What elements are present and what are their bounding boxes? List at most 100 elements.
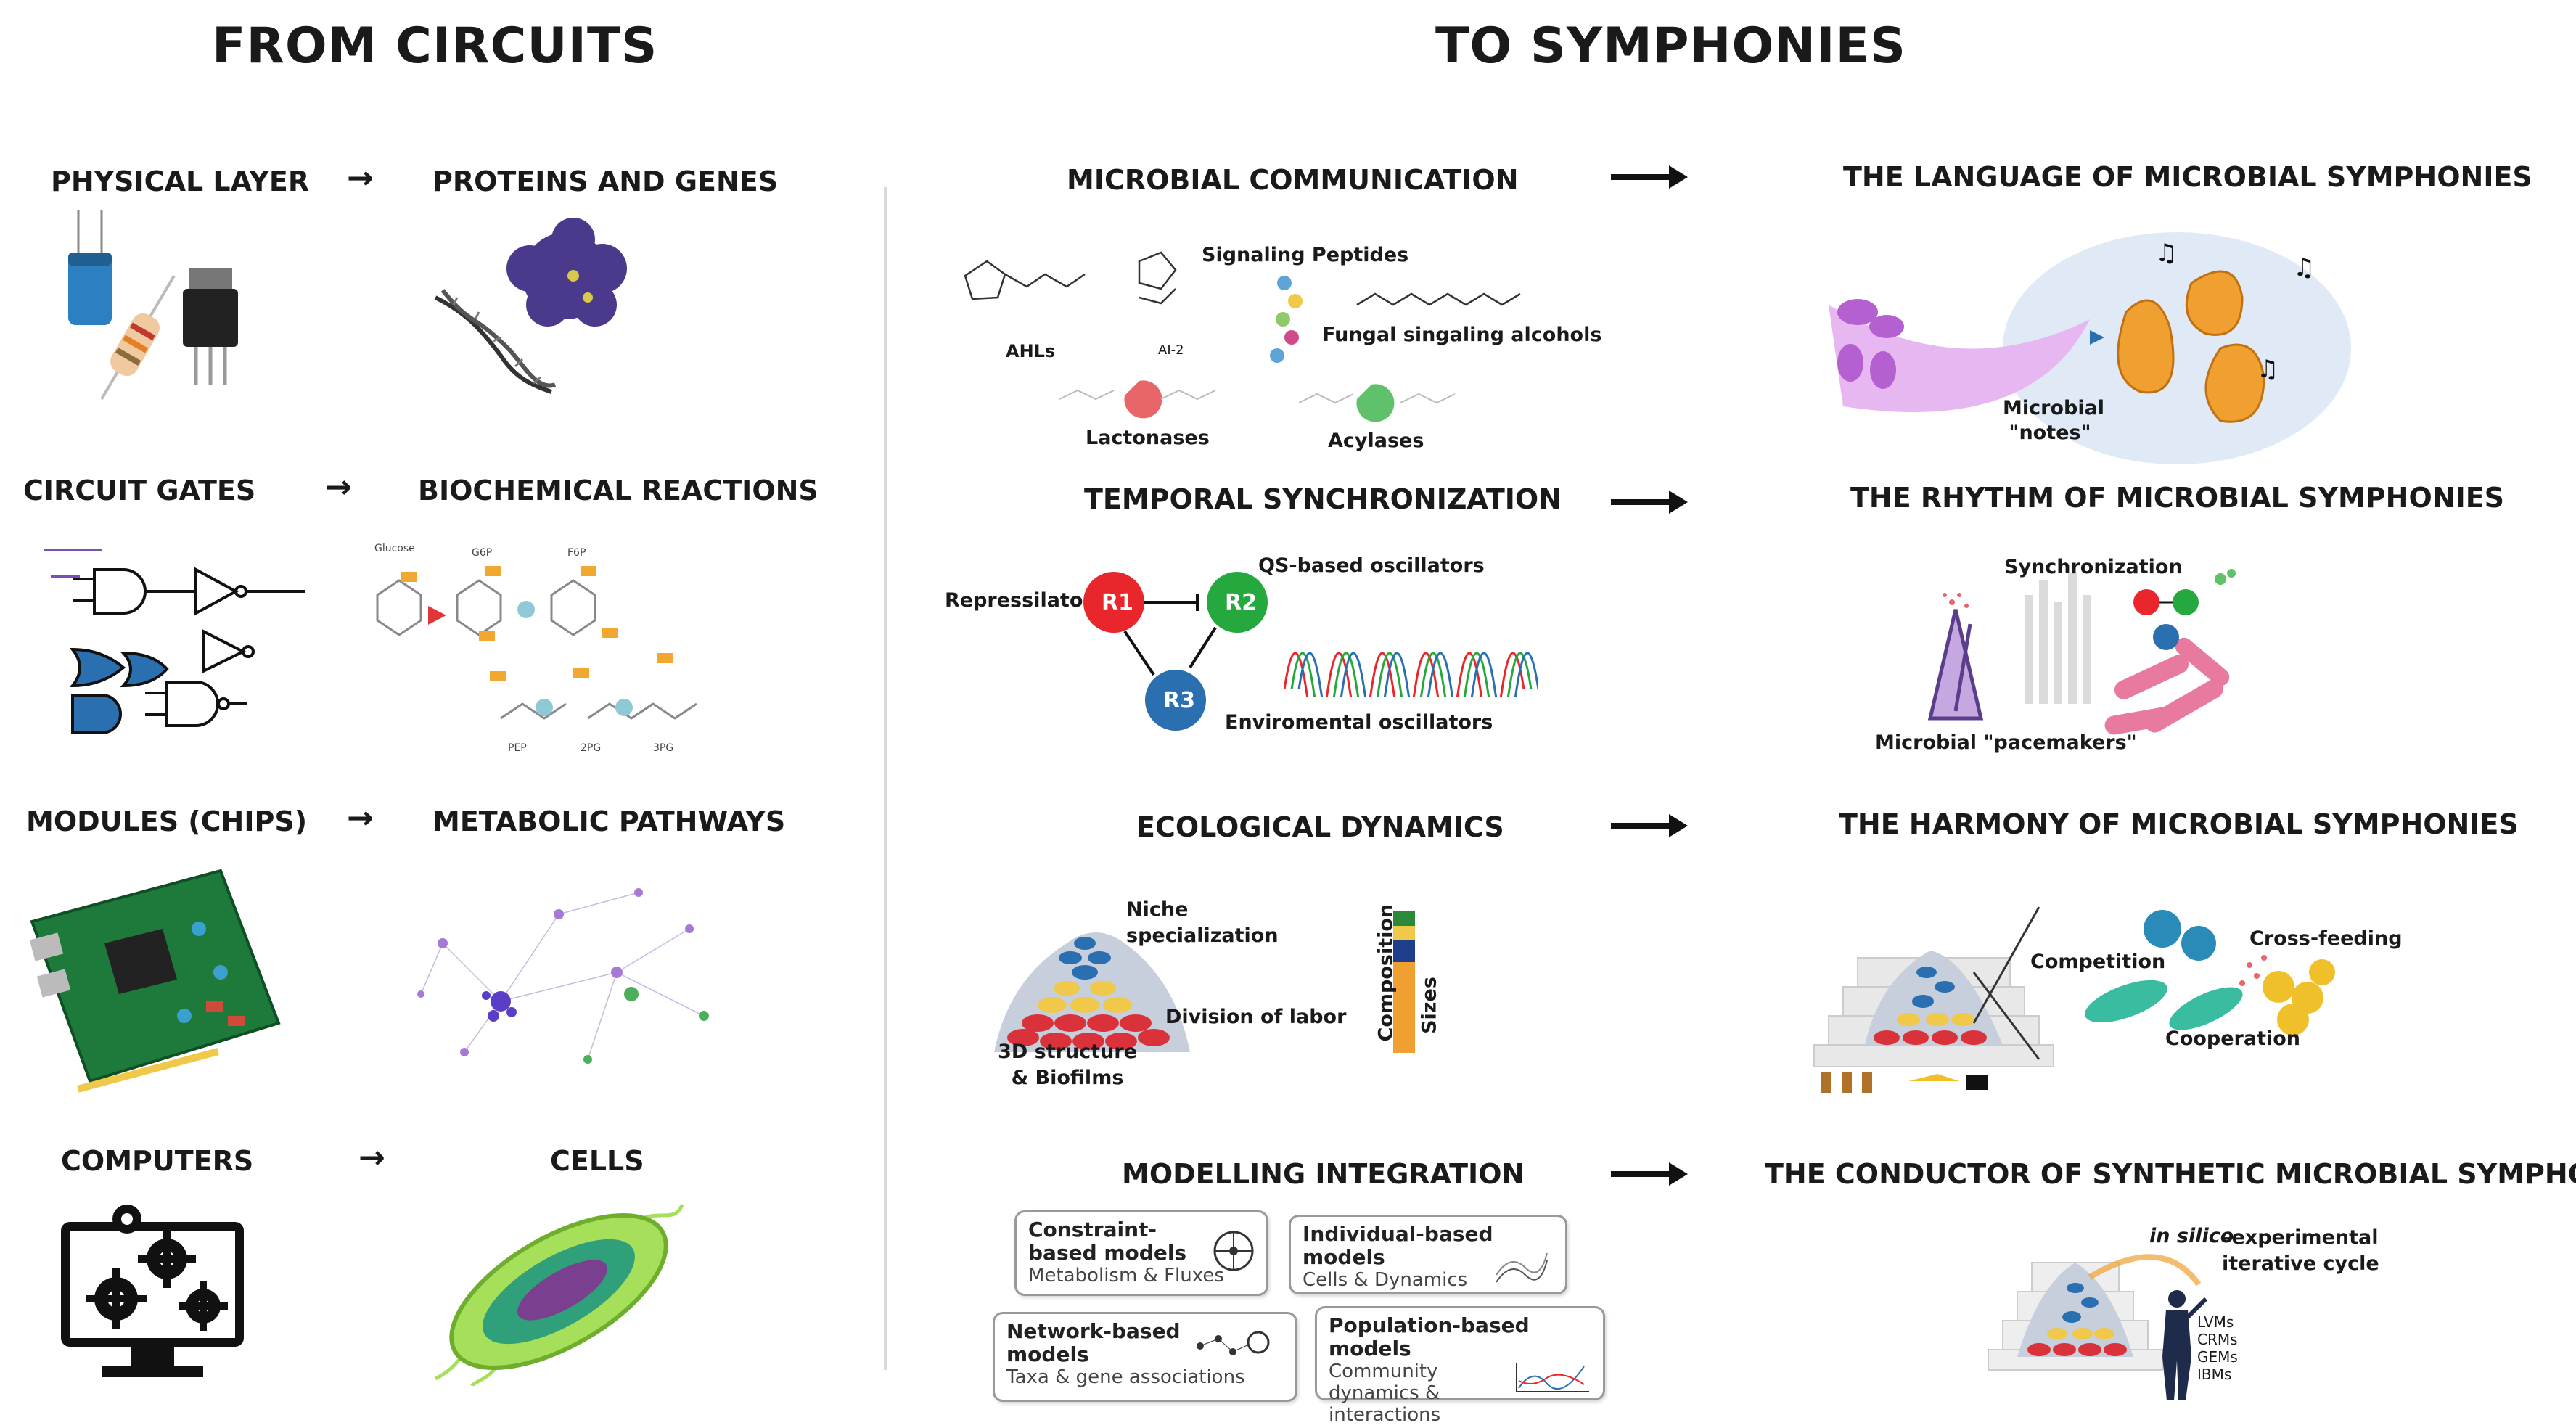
f6p-label: F6P: [567, 547, 586, 559]
repressilator-network: R1 R2 R3: [1083, 572, 1268, 731]
oscillation-waves: [1284, 652, 1538, 697]
population-based-title: Population-based models: [1329, 1313, 1530, 1361]
network-based-sub: Taxa & gene associations: [1006, 1366, 1245, 1388]
composition-label: Composition: [1374, 903, 1398, 1042]
harmony-illustration: [1813, 906, 2335, 1093]
pacemakers-label: Microbial "pacemakers": [1875, 731, 2137, 754]
logic-gates-icon: [44, 549, 305, 734]
network-based-title: Network-based models: [1006, 1319, 1181, 1366]
right-title: TO SYMPHONIES: [1435, 17, 1906, 75]
sizes-label: Sizes: [1418, 977, 1441, 1034]
qs-oscillators-label: QS-based oscillators: [1258, 554, 1485, 577]
competition-label: Competition: [2030, 951, 2166, 973]
proteins-genes-label: PROTEINS AND GENES: [432, 165, 779, 197]
rhythm-label: THE RHYTHM OF MICROBIAL SYMPHONIES: [1850, 482, 2505, 514]
ibms-label: IBMs: [2197, 1366, 2232, 1383]
population-curve-icon: [1516, 1363, 1589, 1392]
modules-chips-label: MODULES (CHIPS): [26, 805, 308, 837]
biochemical-reactions-icon: Glucose G6P F6P PEP 2PG 3PG: [374, 543, 697, 754]
individual-based-sub: Cells & Dynamics: [1303, 1269, 1468, 1291]
microbial-notes-label: Microbial "notes": [2003, 397, 2105, 444]
3pg-label: 3PG: [653, 742, 673, 754]
individual-based-title: Individual-based models: [1303, 1222, 1493, 1269]
network-based-box: Network-based models Taxa & gene associa…: [993, 1312, 1297, 1402]
conductor-label: THE CONDUCTOR OF SYNTHETIC MICROBIAL SYM…: [1765, 1158, 2576, 1190]
population-based-box: Population-based models Community dynami…: [1315, 1306, 1605, 1426]
in-silico-text: in silico: [2149, 1225, 2234, 1247]
ahls-label: AHLs: [1006, 341, 1056, 361]
left-title: FROM CIRCUITS: [212, 17, 658, 75]
division-of-labor-label: Division of labor: [1165, 1006, 1347, 1028]
row2-big-arrow: [1611, 491, 1688, 514]
metabolic-network-icon: [417, 888, 709, 1064]
cooperation-label: Cooperation: [2165, 1027, 2301, 1050]
computer-gears-icon: [61, 1205, 244, 1377]
computers-label: COMPUTERS: [61, 1145, 254, 1177]
row2-arrow: →: [325, 469, 352, 506]
harmony-label: THE HARMONY OF MICROBIAL SYMPHONIES: [1839, 808, 2519, 840]
cycle-line1: in silico: [2149, 1225, 2234, 1247]
2pg-label: 2PG: [581, 742, 601, 754]
model-type-list: LVMs CRMs GEMs IBMs: [2197, 1313, 2238, 1383]
network-icon: [1197, 1331, 1270, 1355]
section-divider: [884, 187, 887, 1370]
ai2-label: AI-2: [1158, 342, 1184, 358]
biofilm-structure: [994, 932, 1190, 1052]
r1-text: R1: [1102, 590, 1133, 615]
physical-layer-label: PHYSICAL LAYER: [51, 165, 310, 197]
flux-network-icon: [1213, 1231, 1254, 1271]
signaling-molecules-icon: [964, 251, 1521, 422]
circuit-board-icon: [29, 869, 281, 1093]
electronic-components-icon: [68, 210, 238, 401]
circuit-gates-label: CIRCUIT GATES: [23, 475, 256, 506]
cells-dynamics-icon: [1496, 1253, 1548, 1283]
signaling-peptides-label: Signaling Peptides: [1202, 244, 1409, 266]
cycle-text: –experimental iterative cycle: [2222, 1226, 2379, 1275]
rhythm-illustration: [1927, 569, 2236, 735]
conductor-illustration: [1988, 1254, 2208, 1400]
temporal-sync-label: TEMPORAL SYNCHRONIZATION: [1084, 483, 1562, 515]
crms-label: CRMs: [2197, 1331, 2238, 1348]
row3-arrow: →: [347, 800, 374, 837]
gems-label: GEMs: [2197, 1348, 2238, 1366]
cross-feeding-label: Cross-feeding: [2249, 927, 2403, 950]
language-label: THE LANGUAGE OF MICROBIAL SYMPHONIES: [1843, 161, 2532, 193]
r2-text: R2: [1225, 590, 1257, 615]
row4-big-arrow: [1611, 1162, 1688, 1186]
pep-label: PEP: [508, 742, 527, 754]
svg-text:♫: ♫: [2155, 239, 2177, 268]
synchronization-label: Synchronization: [2004, 556, 2183, 578]
env-oscillators-label: Enviromental oscillators: [1225, 711, 1493, 734]
row3-big-arrow: [1611, 814, 1688, 837]
protein-dna-icon: [434, 218, 627, 394]
modelling-integration-label: MODELLING INTEGRATION: [1122, 1158, 1525, 1190]
r3-text: R3: [1163, 688, 1195, 713]
glucose-label: Glucose: [374, 543, 415, 554]
constraint-based-title: Constraint-based models: [1028, 1218, 1187, 1265]
row1-big-arrow: [1611, 165, 1688, 189]
constraint-based-box: Constraint-based models Metabolism & Flu…: [1014, 1210, 1268, 1296]
niche-specialization-label: Niche specialization: [1126, 898, 1279, 947]
constraint-based-sub: Metabolism & Fluxes: [1028, 1265, 1224, 1287]
microbial-communication-label: MICROBIAL COMMUNICATION: [1067, 164, 1519, 196]
cells-label: CELLS: [550, 1145, 644, 1177]
svg-text:♫: ♫: [2257, 355, 2278, 384]
lactonases-label: Lactonases: [1086, 427, 1210, 449]
3d-structure-label: 3D structure & Biofilms: [998, 1041, 1137, 1089]
metabolic-pathways-label: METABOLIC PATHWAYS: [432, 805, 786, 837]
composition-bar: [1393, 911, 1415, 1053]
ecological-dynamics-label: ECOLOGICAL DYNAMICS: [1136, 811, 1504, 843]
language-illustration: ♫ ♫ ♫: [1829, 232, 2351, 464]
row1-arrow: →: [347, 160, 374, 197]
g6p-label: G6P: [472, 547, 492, 559]
population-based-sub: Community dynamics & interactions: [1329, 1361, 1441, 1426]
bacterial-cell-icon: [434, 1204, 684, 1386]
svg-text:♫: ♫: [2293, 253, 2315, 282]
row4-arrow: →: [358, 1139, 385, 1176]
fungal-alcohols-label: Fungal singaling alcohols: [1322, 324, 1602, 346]
biochemical-reactions-label: BIOCHEMICAL REACTIONS: [418, 475, 819, 506]
lvms-label: LVMs: [2197, 1313, 2234, 1331]
repressilators-label: Repressilators: [945, 589, 1104, 612]
individual-based-box: Individual-based models Cells & Dynamics: [1289, 1215, 1567, 1294]
acylases-label: Acylases: [1328, 430, 1424, 452]
